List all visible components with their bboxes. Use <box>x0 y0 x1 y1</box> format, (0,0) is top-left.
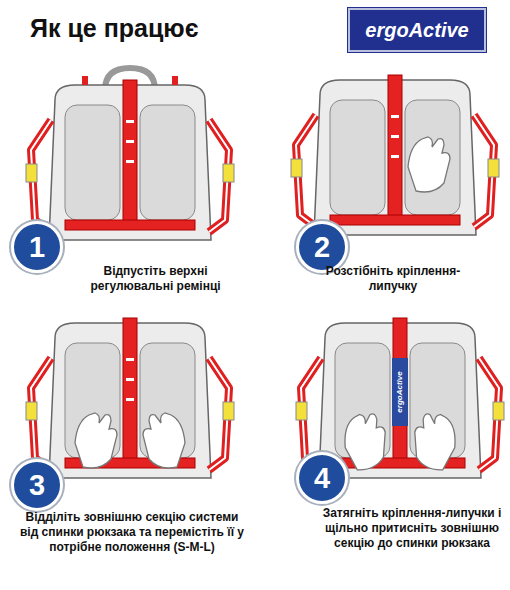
strap-logo-text: ergoActive <box>396 371 404 412</box>
step-caption: Відділіть зовнішню секцію системи від сп… <box>18 510 246 555</box>
callout-number: 4 <box>314 464 330 493</box>
step-caption: Відпустіть верхні регулювальні ремінці <box>68 264 243 294</box>
step-caption: Розстібніть кріплення-липучку <box>304 264 482 294</box>
step-number-circle: 4 <box>296 452 348 504</box>
step-number-circle: 3 <box>11 459 63 511</box>
logo-text: ergoActive <box>365 19 468 42</box>
step-caption: Затягніть кріплення-липучки і щільно при… <box>322 506 502 551</box>
callout-number: 1 <box>29 233 45 262</box>
page-title: Як це працює <box>30 14 198 43</box>
step-number-circle: 1 <box>11 221 63 273</box>
brand-logo: ergoActive <box>348 8 486 52</box>
callout-number: 3 <box>29 471 45 500</box>
callout-number: 2 <box>314 233 330 262</box>
